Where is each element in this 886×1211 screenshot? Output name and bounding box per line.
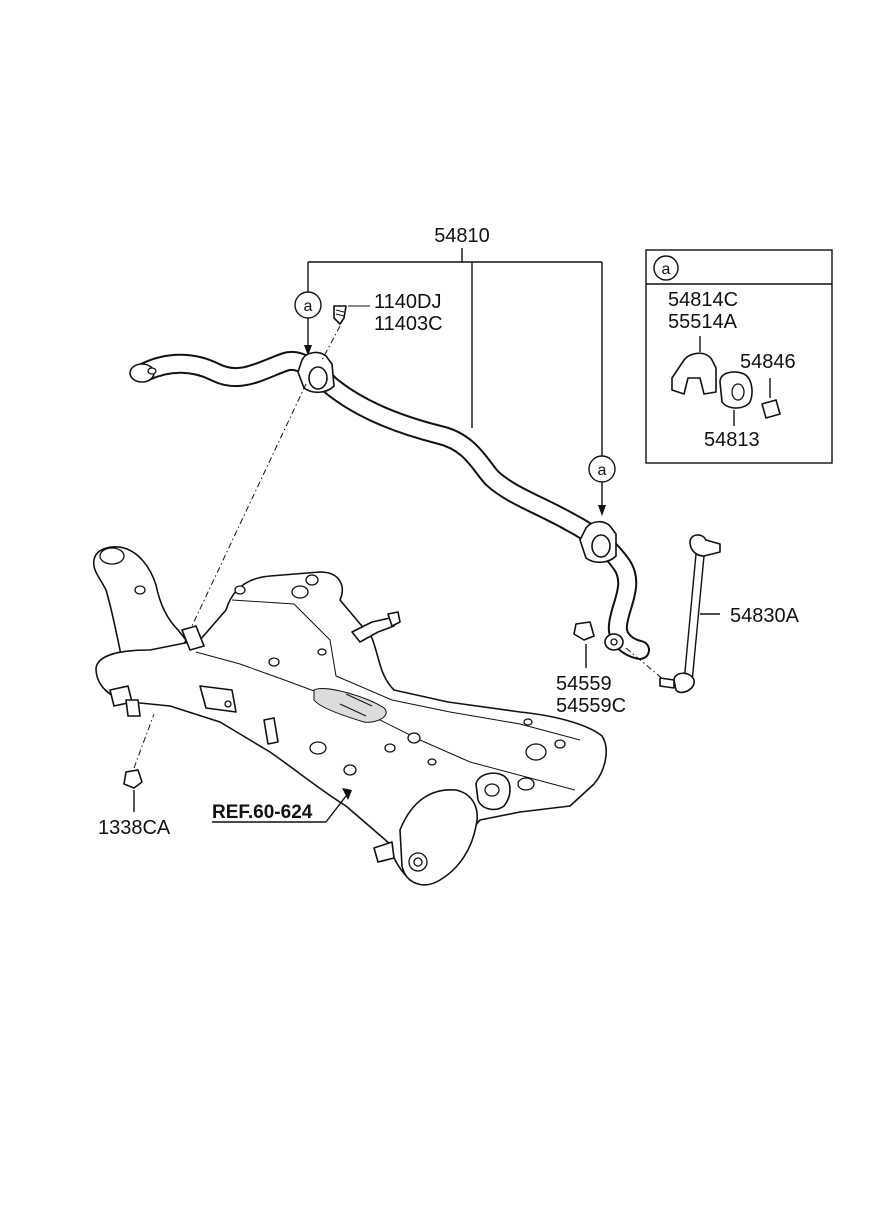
label-link: 54830A <box>730 605 800 627</box>
link-nut <box>573 621 595 668</box>
label-nut-a: 54559 <box>556 673 612 695</box>
detail-callout-letter: a <box>662 261 671 278</box>
stabilizer-bar <box>129 350 650 660</box>
label-bolt-b: 11403C <box>374 313 443 335</box>
right-callout: a <box>588 455 616 483</box>
left-callout: a <box>294 291 322 319</box>
label-cap: 54846 <box>740 351 796 373</box>
bolt <box>321 305 370 361</box>
label-bracket-a: 54814C <box>668 289 738 311</box>
right-callout-letter: a <box>598 462 607 479</box>
label-bushing: 54813 <box>704 429 760 451</box>
label-bracket-b: 55514A <box>668 311 738 333</box>
label-bolt-a: 1140DJ <box>374 291 441 313</box>
label-stabilizer-bar: 54810 <box>434 225 490 247</box>
label-reference: REF.60-624 <box>212 802 313 823</box>
stabilizer-link <box>625 534 721 694</box>
frame-nut <box>123 713 155 812</box>
reference-arrow <box>212 788 352 823</box>
label-frame-nut: 1338CA <box>98 817 171 839</box>
left-callout-letter: a <box>304 298 313 315</box>
sub-frame <box>92 383 607 886</box>
stabilizer-bar-leaders <box>304 248 606 516</box>
label-nut-b: 54559C <box>556 695 626 717</box>
detail-box: a <box>645 249 833 464</box>
